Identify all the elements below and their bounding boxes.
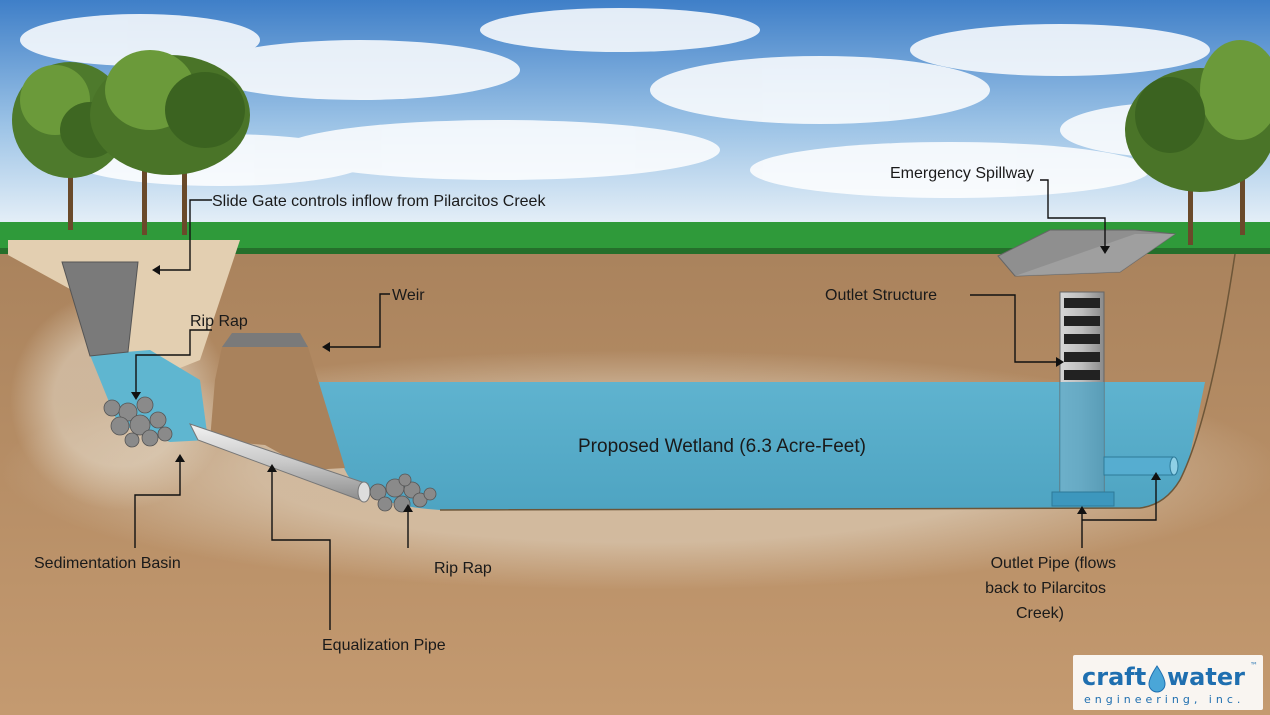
outlet-structure — [1051, 291, 1115, 507]
label-equalization-pipe: Equalization Pipe — [322, 637, 446, 654]
logo-tagline: engineering, inc. — [1084, 693, 1244, 706]
weir — [210, 333, 345, 470]
craftwater-logo: craft water ™ engineering, inc. — [1073, 655, 1263, 710]
wetland-water — [300, 382, 1205, 510]
rip-rap-upper — [103, 396, 173, 448]
water-drop-icon — [1148, 665, 1166, 693]
label-emergency-spillway: Emergency Spillway — [890, 165, 1034, 182]
rip-rap-lower — [369, 473, 437, 513]
emergency-spillway — [997, 229, 1177, 277]
label-proposed-wetland: Proposed Wetland (6.3 Acre-Feet) — [578, 436, 866, 457]
label-sedimentation-basin: Sedimentation Basin — [34, 555, 181, 572]
label-slide-gate: Slide Gate controls inflow from Pilarcit… — [212, 193, 546, 210]
tree-left-2 — [90, 50, 250, 235]
logo-tm: ™ — [1250, 661, 1258, 670]
label-rip-rap-lower: Rip Rap — [434, 560, 492, 577]
label-rip-rap-upper: Rip Rap — [190, 313, 248, 330]
outlet-pipe — [1103, 456, 1179, 476]
label-outlet-pipe-line1: Outlet Pipe (flows — [991, 555, 1116, 572]
leader-lines — [131, 179, 1161, 630]
label-weir: Weir — [392, 287, 425, 304]
logo-word-water: water — [1167, 663, 1245, 691]
equalization-pipe — [189, 423, 371, 503]
tree-right — [1125, 40, 1270, 245]
logo-word-craft: craft — [1082, 663, 1146, 691]
slide-gate — [61, 261, 139, 357]
label-outlet-structure: Outlet Structure — [825, 287, 937, 304]
label-outlet-pipe-line2: back to Pilarcitos — [985, 580, 1106, 597]
label-outlet-pipe-line3: Creek) — [1016, 605, 1064, 622]
